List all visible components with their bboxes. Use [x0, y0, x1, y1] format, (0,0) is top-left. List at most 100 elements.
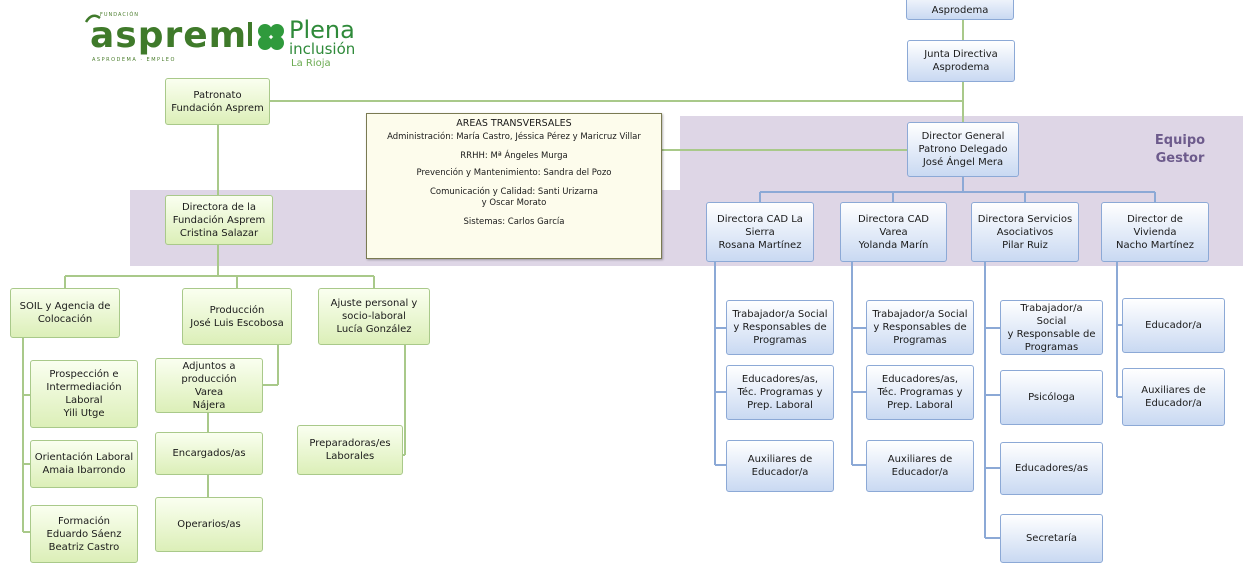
node-line: Asprodema	[931, 5, 989, 16]
node-line: Educador/a	[1145, 320, 1202, 331]
node-line: Fundación Asprem	[172, 214, 266, 226]
logo-divider	[248, 22, 252, 46]
areas-comunicacion: Comunicación y Calidad: Santi Urizarna	[430, 187, 598, 197]
node-ajuste-personal: Ajuste personal y socio-laboral Lucía Go…	[318, 288, 430, 345]
node-line: Colocación	[37, 314, 93, 325]
node-director-general: Director General Patrono Delegado José Á…	[907, 122, 1019, 177]
asprem-logo: FUNDACIÓN asprem ASPRODEMA · EMPLEO	[82, 10, 246, 70]
node-line: Encargados/as	[172, 448, 246, 459]
node-line: Patronato	[193, 89, 242, 101]
node-line: Patrono Delegado	[918, 144, 1008, 155]
node-line: y Responsables de	[873, 322, 967, 333]
node-line: Secretaría	[1025, 533, 1078, 544]
node-line: Rosana Martínez	[718, 239, 802, 251]
node-varea-auxiliares: Auxiliares de Educador/a	[866, 440, 974, 492]
node-prospeccion: Prospección e Intermediación Laboral Yil…	[30, 360, 138, 428]
node-preparadoras: Preparadoras/es Laborales	[297, 425, 403, 475]
node-line: Auxiliares de	[887, 454, 953, 465]
node-secretaria: Secretaría	[1000, 514, 1103, 563]
node-vivienda: Director de Vivienda Nacho Martínez	[1101, 202, 1209, 262]
node-line: Beatriz Castro	[48, 541, 120, 553]
node-asprodema-asamblea: Asprodema	[906, 0, 1014, 20]
plena-clover-icon	[258, 24, 284, 50]
asprem-subtitle: ASPRODEMA · EMPLEO	[92, 57, 176, 63]
node-line: Educadores/as	[1014, 463, 1089, 474]
node-encargados: Encargados/as	[155, 432, 263, 475]
node-line: Programas	[753, 335, 807, 346]
node-line: Sierra	[745, 226, 775, 238]
fundacion-label: FUNDACIÓN	[100, 12, 140, 18]
node-line: Laborales	[325, 451, 375, 462]
node-line: Preparadoras/es	[309, 438, 391, 449]
node-line: Ajuste personal y	[330, 298, 418, 309]
node-line: José Luis Escobosa	[190, 317, 284, 329]
node-line: Prospección e	[49, 369, 119, 380]
node-line: Téc. Programas y	[877, 387, 963, 398]
node-operarios: Operarios/as	[155, 497, 263, 552]
node-line: Directora CAD	[857, 213, 929, 225]
node-line: Téc. Programas y	[737, 387, 823, 398]
node-line: producción	[181, 373, 237, 385]
node-line: Varea	[194, 386, 224, 398]
node-line: Yili Utge	[63, 408, 105, 419]
areas-transversales: AREAS TRANSVERSALES Administración: Marí…	[366, 113, 662, 259]
areas-title: AREAS TRANSVERSALES	[456, 118, 572, 129]
node-sierra-educadores: Educadores/as, Téc. Programas y Prep. La…	[726, 365, 834, 420]
node-formacion: Formación Eduardo Sáenz Beatriz Castro	[30, 505, 138, 563]
asprem-wordmark: asprem	[90, 15, 248, 56]
node-line: y Responsables de	[733, 322, 827, 333]
node-line: José Ángel Mera	[922, 157, 1004, 168]
node-line: socio-laboral	[342, 311, 406, 322]
node-line: Asprodema	[932, 62, 990, 73]
node-line: Auxiliares de	[747, 454, 813, 465]
inclusion-wordmark: inclusión	[289, 40, 356, 58]
node-line: Programas	[1024, 341, 1079, 353]
node-line: Orientación Laboral	[34, 452, 134, 463]
node-line: Yolanda Marín	[858, 239, 929, 251]
node-soil: SOIL y Agencia de Colocación	[10, 288, 120, 338]
node-line: Pilar Ruiz	[1002, 239, 1048, 251]
node-line: y Responsable de	[1007, 328, 1096, 340]
node-junta-directiva: Junta Directiva Asprodema	[907, 40, 1015, 82]
areas-prevencion: Prevención y Mantenimiento: Sandra del P…	[416, 168, 612, 178]
node-line: Educador/a	[1145, 398, 1202, 409]
node-servicios-educadores: Educadores/as	[1000, 442, 1103, 495]
plena-inclusion-logo: Plena inclusión La Rioja	[257, 16, 367, 78]
node-adjuntos: Adjuntos a producción Varea Nájera	[155, 358, 263, 413]
node-line: Laboral	[65, 395, 103, 406]
node-line: Intermediación	[46, 382, 122, 393]
node-line: Psicóloga	[1028, 392, 1075, 403]
node-line: Junta Directiva	[924, 49, 998, 60]
areas-rrhh: RRHH: Mª Ángeles Murga	[460, 151, 568, 161]
node-line: Director General	[921, 131, 1005, 142]
node-line: Nacho Martínez	[1115, 239, 1195, 251]
node-line: Lucía González	[336, 324, 412, 335]
node-line: Directora Servicios	[977, 213, 1073, 225]
node-directora-fundacion: Directora de la Fundación Asprem Cristin…	[165, 195, 273, 245]
node-orientacion: Orientación Laboral Amaia Ibarrondo	[30, 440, 138, 488]
node-line: Operarios/as	[177, 519, 241, 530]
node-line: Producción	[209, 304, 265, 316]
node-line: Director de	[1127, 213, 1183, 225]
node-cad-la-sierra: Directora CAD La Sierra Rosana Martínez	[706, 202, 814, 262]
asprem-swirl-icon	[84, 14, 101, 23]
node-line: Auxiliares de	[1141, 385, 1206, 396]
node-vivienda-auxiliares: Auxiliares de Educador/a	[1122, 368, 1225, 426]
node-line: Trabajador/a Social	[872, 309, 968, 320]
node-line: Vivienda	[1133, 226, 1177, 238]
node-line: Varea	[879, 226, 908, 238]
node-line: Formación	[57, 515, 111, 527]
node-line: Programas	[893, 335, 947, 346]
node-servicios-trabajador-social: Trabajador/a Social y Responsable de Pro…	[1000, 300, 1103, 355]
node-vivienda-educador: Educador/a	[1122, 298, 1225, 353]
node-patronato: Patronato Fundación Asprem	[165, 78, 270, 125]
node-line: Cristina Salazar	[179, 227, 259, 239]
node-varea-educadores: Educadores/as, Téc. Programas y Prep. La…	[866, 365, 974, 420]
node-line: Amaia Ibarrondo	[42, 465, 126, 476]
node-line: Educador/a	[891, 467, 949, 478]
node-line: Prep. Laboral	[887, 400, 953, 411]
plena-wordmark: Plena	[289, 16, 355, 44]
node-sierra-auxiliares: Auxiliares de Educador/a	[726, 440, 834, 492]
node-psicologa: Psicóloga	[1000, 370, 1103, 425]
